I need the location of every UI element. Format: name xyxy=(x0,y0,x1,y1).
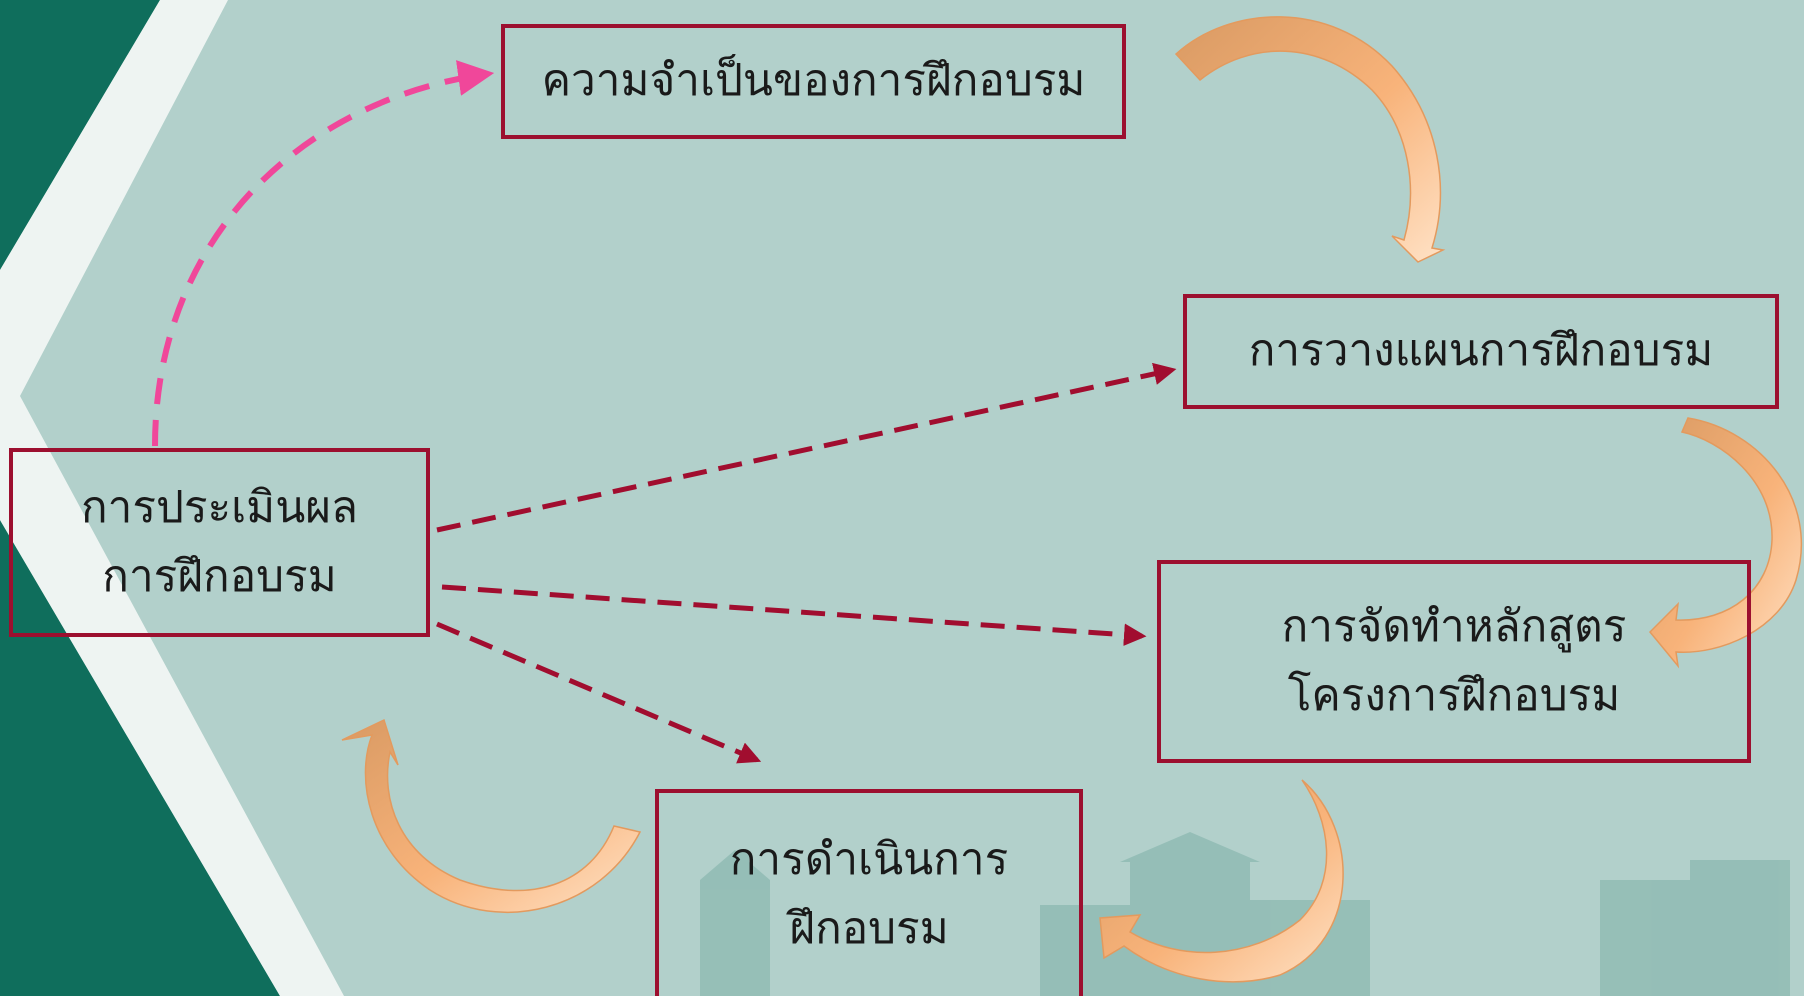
curved-arrow-icon xyxy=(1648,417,1802,669)
curved-arrow-icon xyxy=(1099,779,1344,983)
feedback-arrow-to-needs xyxy=(152,60,495,447)
feedback-arrow-to-curriculum xyxy=(441,584,1147,646)
node-label: ความจำเป็นของการฝึกอบรม xyxy=(541,55,1086,107)
node-label-line-2: ฝึกอบรม xyxy=(789,902,949,954)
node-label: การวางแผนการฝึกอบรม xyxy=(1248,325,1714,377)
white-stripe xyxy=(0,0,344,996)
node-training-execution: การดำเนินการ ฝึกอบรม xyxy=(655,789,1083,996)
node-label-line-1: การจัดทำหลักสูตร xyxy=(1281,601,1627,653)
node-label-line-2: การฝึกอบรม xyxy=(102,550,337,602)
curved-arrow-icon xyxy=(1174,16,1446,263)
node-training-needs: ความจำเป็นของการฝึกอบรม xyxy=(501,24,1126,139)
cycle-arrows xyxy=(341,16,1802,983)
curved-arrow-icon xyxy=(341,718,642,913)
feedback-arrows xyxy=(152,60,1177,764)
dark-green-panel xyxy=(0,0,280,996)
node-label-line-1: การประเมินผล xyxy=(80,482,359,534)
feedback-arrow-to-execution xyxy=(436,621,762,764)
node-label-line-1: การดำเนินการ xyxy=(729,834,1009,886)
node-training-evaluation: การประเมินผล การฝึกอบรม xyxy=(9,448,430,637)
node-curriculum-development: การจัดทำหลักสูตร โครงการฝึกอบรม xyxy=(1157,560,1751,763)
node-training-planning: การวางแผนการฝึกอบรม xyxy=(1183,294,1779,409)
feedback-arrow-to-planning xyxy=(436,362,1177,533)
node-label-line-2: โครงการฝึกอบรม xyxy=(1287,669,1621,721)
